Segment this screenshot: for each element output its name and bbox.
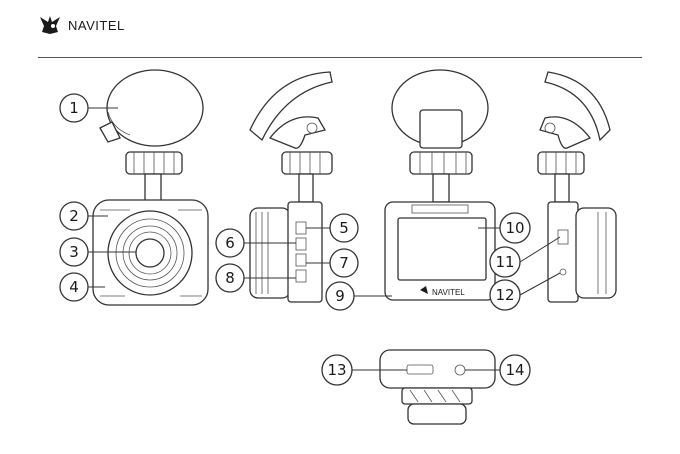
bottom-view [380,350,495,424]
svg-text:11: 11 [495,253,514,271]
back-view: NAVITEL [385,70,495,300]
callout-2: 2 [60,202,88,230]
left-side-view [250,72,332,302]
svg-text:2: 2 [69,207,79,225]
callout-6: 6 [216,229,244,257]
svg-text:14: 14 [505,361,524,379]
svg-text:10: 10 [505,219,524,237]
svg-text:9: 9 [335,287,345,305]
callout-10: 10 [500,213,530,243]
right-side-view [538,72,616,302]
callout-9: 9 [326,282,354,310]
svg-text:3: 3 [69,243,79,261]
svg-text:6: 6 [225,234,235,252]
callout-13: 13 [322,355,352,385]
svg-text:8: 8 [225,269,235,287]
svg-text:5: 5 [339,219,349,237]
callout-14: 14 [500,355,530,385]
callout-3: 3 [60,238,88,266]
callout-11: 11 [490,247,520,277]
screen-brand: NAVITEL [432,288,465,297]
callout-4: 4 [60,273,88,301]
callout-1: 1 [60,94,88,122]
svg-text:4: 4 [69,278,79,296]
svg-text:12: 12 [495,286,514,304]
svg-text:7: 7 [339,254,349,272]
svg-text:13: 13 [327,361,346,379]
front-view [93,70,208,305]
callout-8: 8 [216,264,244,292]
callout-7: 7 [330,249,358,277]
callout-12: 12 [490,280,520,310]
callout-5: 5 [330,214,358,242]
svg-text:1: 1 [69,99,79,117]
